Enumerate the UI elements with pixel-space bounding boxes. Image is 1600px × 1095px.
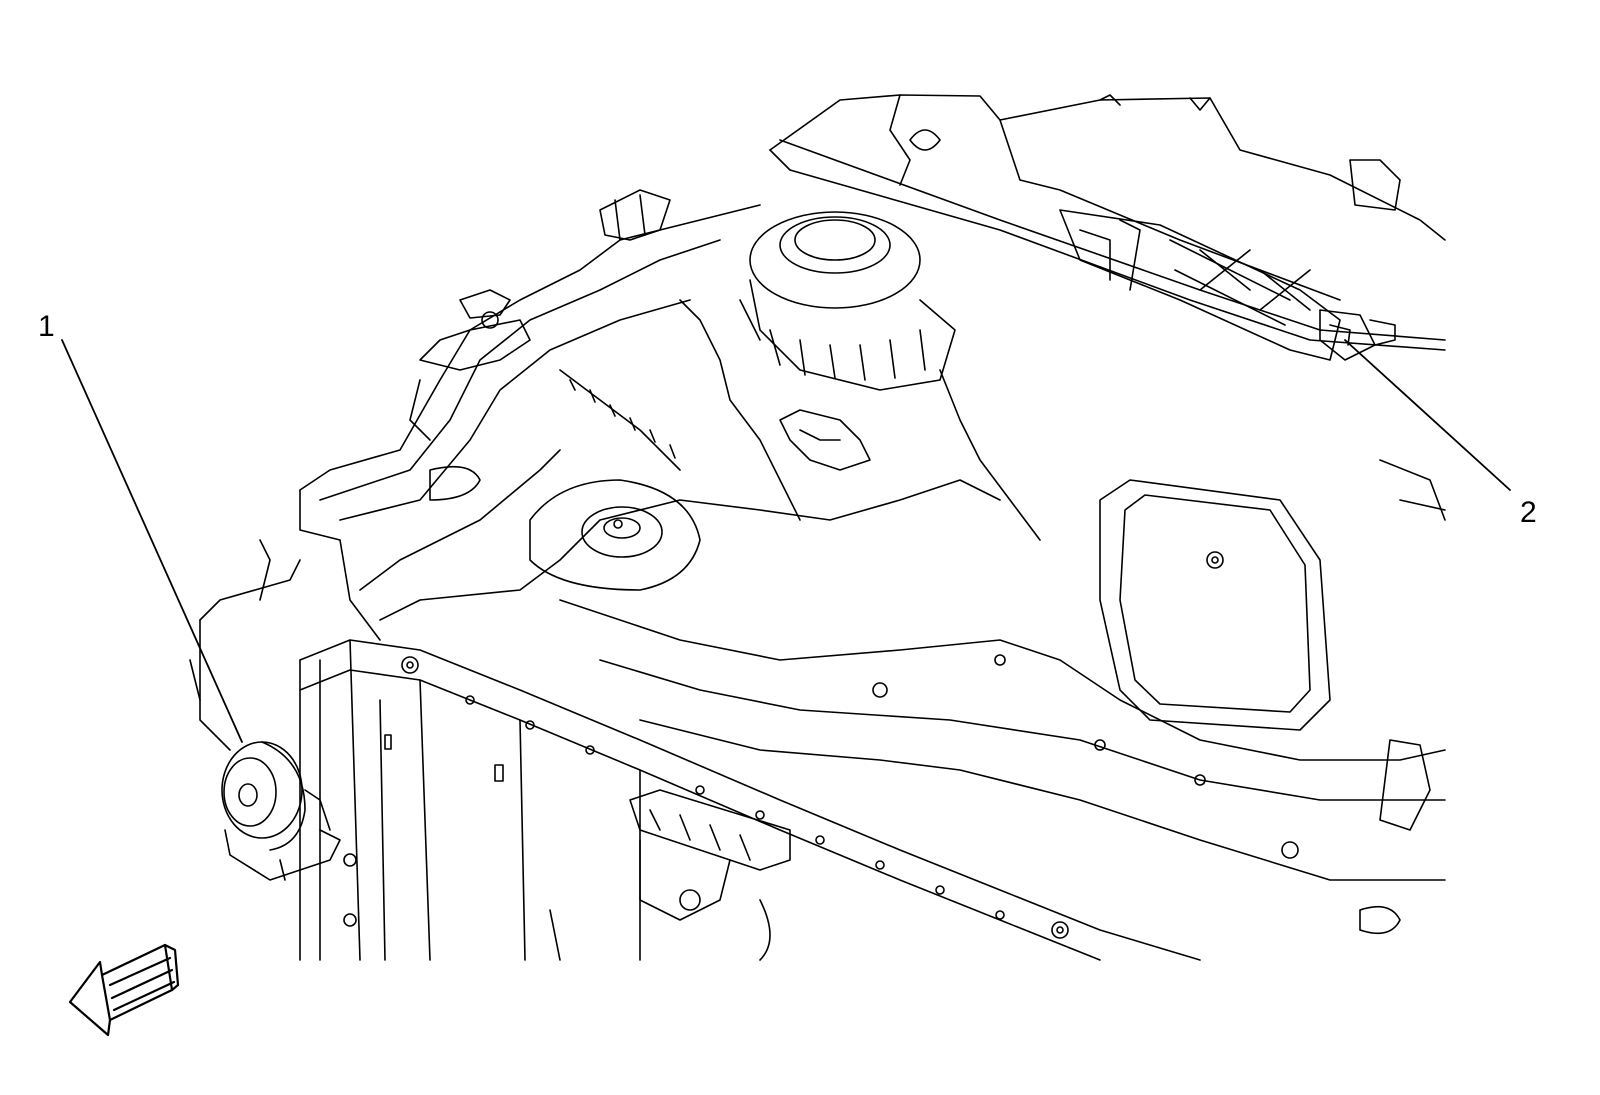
leader-line-2	[1345, 340, 1510, 490]
lower-rail	[560, 600, 1445, 933]
strut-tower	[740, 212, 955, 390]
fender-apron	[300, 190, 760, 640]
cowl-grille	[1060, 210, 1395, 360]
part-2-connector	[1320, 310, 1375, 360]
radiator-support	[300, 640, 1200, 960]
horn-body	[222, 742, 302, 838]
cowl-panel	[770, 95, 1445, 350]
horn-assembly	[222, 742, 340, 880]
left-fascia-area	[190, 540, 300, 750]
leader-line-1	[62, 340, 242, 742]
crossbar-bracket	[550, 790, 790, 960]
callout-number-1: 1	[38, 310, 55, 343]
callout-number-2: 2	[1520, 496, 1537, 529]
wheelhouse-panel	[380, 300, 1040, 620]
vehicle-front-arrow-icon	[70, 945, 178, 1035]
access-panel	[1100, 460, 1445, 730]
